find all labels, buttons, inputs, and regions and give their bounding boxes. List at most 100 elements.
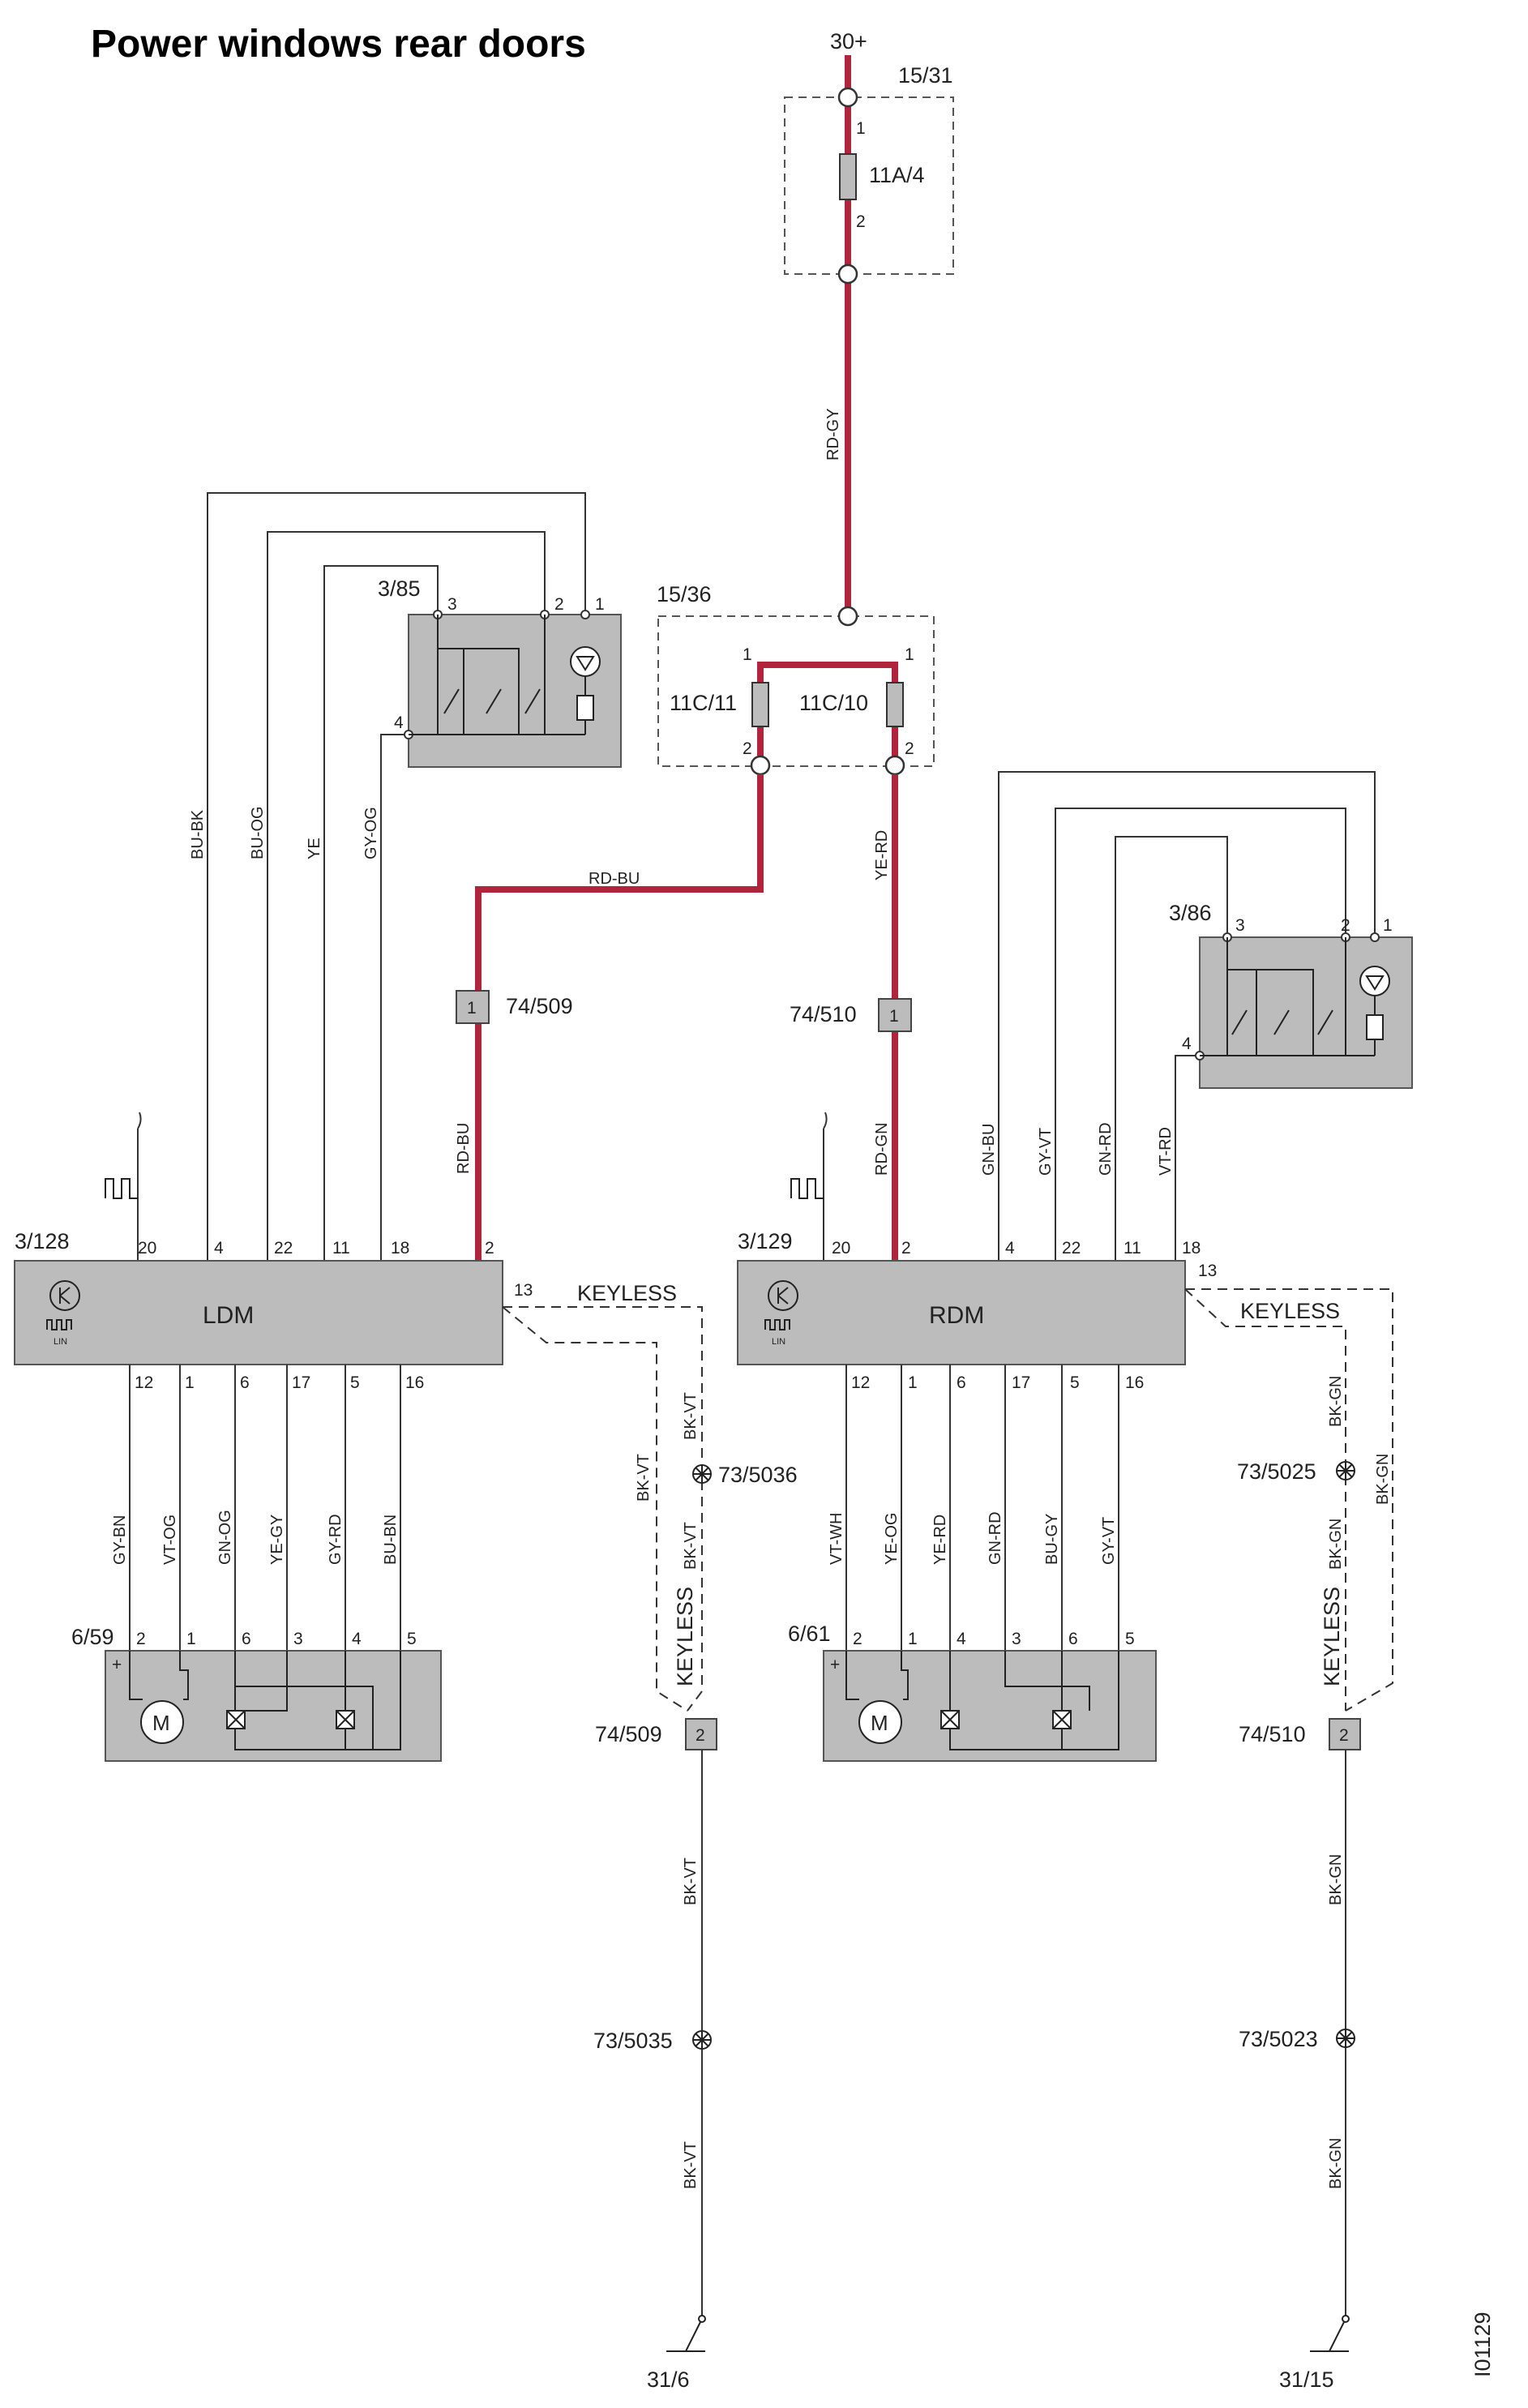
- wire-bu-bk: [207, 492, 586, 1261]
- right-motor-m: M: [871, 1711, 888, 1735]
- connector-510-pin2-num: 2: [1339, 1726, 1349, 1745]
- ldm-pin-17: 17: [292, 1373, 310, 1392]
- wire-label-gn-rd: GN-RD: [1097, 1122, 1115, 1176]
- rdm-pin-22: 22: [1062, 1239, 1081, 1258]
- wire-label-ye-rd-motor: YE-RD: [931, 1515, 949, 1565]
- left-switch-pin4: 4: [394, 713, 404, 732]
- left-switch-contacts: [443, 688, 541, 714]
- left-motor-pin-4: 4: [352, 1630, 362, 1648]
- left-motor-pin-5: 5: [407, 1630, 417, 1648]
- right-switch-pin3: 3: [1235, 916, 1245, 935]
- left-motor-icon: [140, 1700, 184, 1744]
- wire-label-bk-vt-e: BK-VT: [682, 2141, 700, 2189]
- wire-label-rd-gy: RD-GY: [824, 409, 842, 461]
- left-switch-internal-wiring: [409, 615, 585, 735]
- left-switch-pin1-dot: [580, 610, 590, 619]
- right-keyless-label-top: KEYLESS: [1240, 1299, 1340, 1323]
- rdm-id: 3/129: [738, 1229, 793, 1253]
- rdm-pin-16: 16: [1125, 1373, 1144, 1392]
- right-switch-relay-icon: [1366, 1014, 1384, 1040]
- wire-label-vt-rd: VT-RD: [1157, 1127, 1175, 1176]
- rdm-k-glyph: [777, 1287, 789, 1305]
- right-motor-icon: [858, 1700, 902, 1744]
- wire-label-gn-rd-motor: GN-RD: [987, 1511, 1004, 1565]
- wire-label-gy-rd: GY-RD: [327, 1514, 345, 1565]
- fuse-a-label: 11A/4: [869, 163, 925, 187]
- fuse-a-pin2: 2: [856, 212, 866, 231]
- fuse-box-label-b: 15/36: [657, 582, 712, 606]
- fuse-l-pin2: 2: [743, 739, 752, 758]
- right-motor-harness: VT-WH YE-OG YE-RD GN-RD BU-GY GY-VT: [828, 1365, 1119, 1651]
- wire-label-ye-og: YE-OG: [883, 1513, 901, 1565]
- ldm-id: 3/128: [15, 1229, 70, 1253]
- supply-label: 30+: [830, 29, 867, 54]
- wire-label-bk-vt-d: BK-VT: [682, 1857, 700, 1905]
- fuse-11c-10: [886, 682, 904, 727]
- fuse-r-pin2: 2: [905, 739, 914, 758]
- connector-74-510-pin1: [878, 998, 912, 1032]
- rdm-body: [737, 1260, 1186, 1365]
- wire-gn-bu: [998, 771, 1376, 1261]
- left-window-motor: 6/59 2 1 6 3 4 5 + M: [71, 1625, 442, 1762]
- fuse-l-pin1: 1: [743, 645, 752, 664]
- fuse-box-b-in-terminal: [837, 606, 858, 627]
- splice-73-5025-cross: [1337, 1462, 1355, 1480]
- right-hall-sensor-1-cross: [940, 1710, 960, 1729]
- right-motor-pin-2: 2: [853, 1630, 862, 1648]
- right-motor-internal-wiring: [845, 1651, 1119, 1750]
- right-switch-pin1-dot: [1370, 932, 1380, 942]
- rdm-name: RDM: [929, 1302, 984, 1329]
- ground-31-15-icon: [1310, 2318, 1349, 2352]
- ldm-pin-16: 16: [405, 1373, 424, 1392]
- wire-label-bk-vt-b: BK-VT: [635, 1454, 653, 1502]
- ldm-pin-4: 4: [214, 1239, 224, 1258]
- wire-label-bk-gn-d: BK-GN: [1327, 1854, 1345, 1905]
- wire-label-gn-og: GN-OG: [216, 1510, 234, 1565]
- splice-73-5036-cross: [693, 1465, 711, 1483]
- left-switch-lamp-icon: [570, 646, 601, 677]
- ground-31-6-dot: [698, 2315, 706, 2323]
- splice-73-5035-label: 73/5035: [593, 2029, 673, 2053]
- right-window-motor: 6/61 2 1 4 3 6 5 + M: [788, 1622, 1157, 1762]
- right-switch-contacts: [1231, 1009, 1333, 1035]
- supply-fuse-block: 30+ 15/31 1 2 11A/4 RD-GY: [784, 29, 954, 616]
- ground-31-15-dot: [1342, 2315, 1350, 2323]
- ldm-pin-20: 20: [138, 1239, 156, 1258]
- wire-label-gy-bn: GY-BN: [111, 1515, 129, 1565]
- wire-label-bk-gn-a: BK-GN: [1327, 1376, 1345, 1427]
- left-motor-plus: +: [112, 1656, 122, 1674]
- wire-label-vt-og: VT-OG: [161, 1515, 179, 1565]
- wire-label-rd-gn: RD-GN: [873, 1122, 891, 1176]
- fuse-box-a: [784, 96, 954, 275]
- rdm-pin-11: 11: [1124, 1239, 1141, 1258]
- splice-73-5023-cross: [1337, 2029, 1355, 2047]
- left-hall-sensor-2-cross: [336, 1710, 355, 1729]
- rdm-module: 3/129 RDM LIN 20 2 4 22 11 18 13 12 1 6 …: [737, 1229, 1217, 1392]
- ldm-pin-18: 18: [391, 1239, 409, 1258]
- ldm-k-glyph: [59, 1287, 71, 1305]
- left-switch-relay-icon: [576, 695, 594, 721]
- rdm-lin-wire: [823, 1112, 828, 1261]
- fuse-box-label-a: 15/31: [898, 63, 953, 88]
- connector-509-pin2-num: 2: [696, 1726, 705, 1745]
- wire-gy-og: [380, 734, 409, 1261]
- wire-label-ye: YE: [306, 838, 323, 859]
- fuse-r-out-terminal: [884, 755, 905, 776]
- rdm-pin-13: 13: [1198, 1262, 1217, 1280]
- wire-label-bu-bn: BU-BN: [382, 1515, 400, 1565]
- left-window-switch: 3/85 3 2 1 4: [207, 492, 622, 1261]
- wire-label-rd-bu: RD-BU: [589, 870, 640, 888]
- wire-label-bu-bk: BU-BK: [189, 809, 207, 859]
- left-switch-pin3: 3: [447, 595, 457, 614]
- wire-label-gy-vt: GY-VT: [1037, 1128, 1055, 1176]
- wire-ye: [323, 565, 439, 1261]
- wire-rd-bu: [475, 774, 764, 1261]
- wire-label-bk-gn-e: BK-GN: [1327, 2138, 1345, 2189]
- fuse-l-out-terminal: [750, 755, 771, 776]
- left-switch-body: [408, 614, 622, 768]
- wire-vt-rd: [1175, 1055, 1200, 1261]
- connector-74-510-pin2: [1329, 1718, 1361, 1750]
- wire-label-bu-gy: BU-GY: [1043, 1514, 1061, 1565]
- left-keyless-wire-outer: [503, 1306, 703, 1712]
- right-motor-pin-1: 1: [908, 1630, 918, 1648]
